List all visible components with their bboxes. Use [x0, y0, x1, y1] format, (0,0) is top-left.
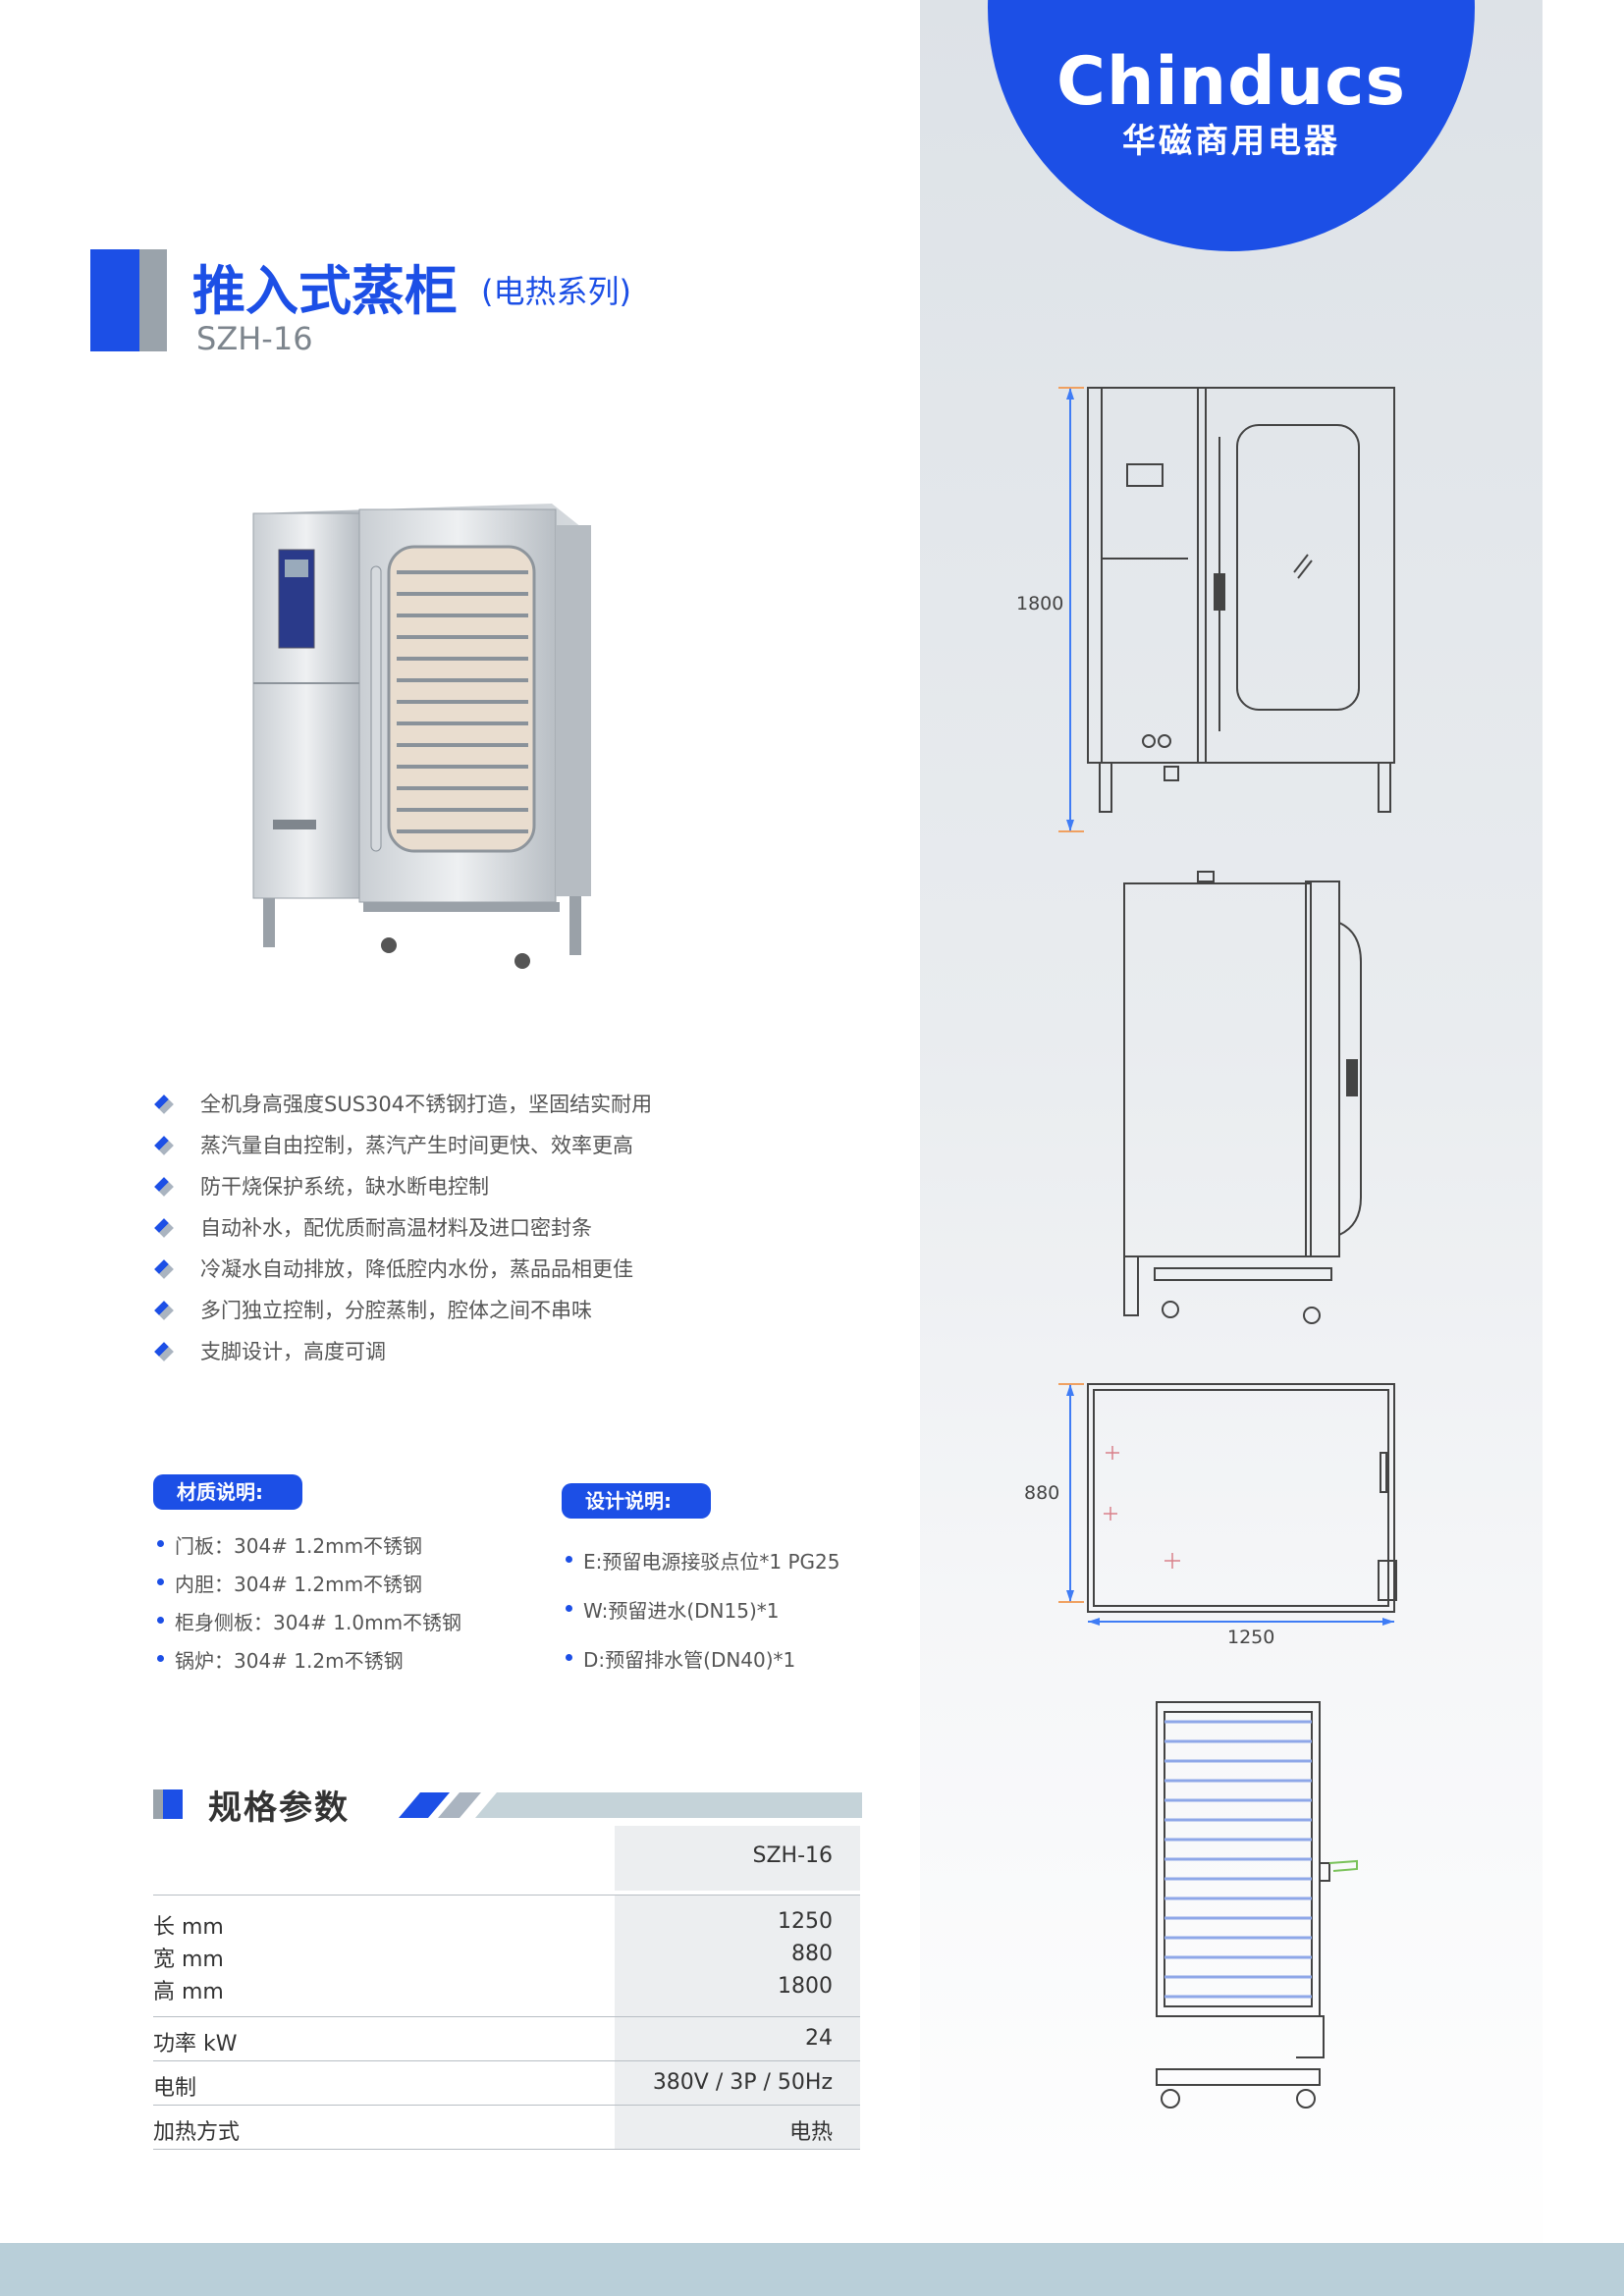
list-item: 多门独立控制，分腔蒸制，腔体之间不串味	[153, 1290, 652, 1331]
spec-value-cell	[615, 1896, 860, 2016]
spec-row-label: 宽 mm	[153, 1948, 224, 1972]
spec-row-value: 380V / 3P / 50Hz	[652, 2070, 833, 2095]
product-series: (电热系列)	[481, 273, 631, 310]
material-heading: 材质说明:	[153, 1474, 302, 1510]
divider	[153, 1895, 860, 1896]
design-list: E:预留电源接驳点位*1 PG25 W:预留进水(DN15)*1 D:预留排水管…	[562, 1543, 839, 1690]
spec-row-value: 24	[805, 2026, 833, 2051]
bullet-dot-icon	[566, 1556, 572, 1563]
side-view-drawing	[1123, 871, 1362, 1324]
list-item: D:预留排水管(DN40)*1	[562, 1641, 839, 1690]
list-item: 蒸汽量自由控制，蒸汽产生时间更快、效率更高	[153, 1125, 652, 1166]
divider	[153, 2105, 860, 2106]
list-item: 自动补水，配优质耐高温材料及进口密封条	[153, 1207, 652, 1249]
top-view-drawing: 880 1250	[1024, 1383, 1397, 1648]
spec-row-value: 880	[791, 1942, 833, 1966]
list-item: 门板：304# 1.2mm不锈钢	[153, 1527, 461, 1566]
list-item: 防干烧保护系统，缺水断电控制	[153, 1166, 652, 1207]
list-item: 内胆：304# 1.2mm不锈钢	[153, 1566, 461, 1604]
spec-row-value: 1800	[778, 1974, 833, 1999]
bullet-dot-icon	[157, 1578, 164, 1585]
dimension-depth: 880	[1024, 1482, 1059, 1504]
footer-band	[0, 2243, 1624, 2296]
spec-header-cell	[615, 1826, 860, 1891]
spec-value-cell	[615, 2061, 860, 2105]
design-heading: 设计说明:	[562, 1483, 711, 1519]
spec-row-label: 长 mm	[153, 1915, 224, 1940]
dimension-width: 1250	[1227, 1627, 1274, 1648]
spec-heading: 规格参数	[208, 1789, 350, 1828]
diamond-bullet-icon	[154, 1301, 174, 1320]
product-title: 推入式蒸柜	[192, 260, 458, 322]
spec-row-value: 电热	[788, 2120, 833, 2145]
bullet-dot-icon	[157, 1617, 164, 1624]
spec-column-header: SZH-16	[752, 1843, 833, 1868]
title-accent-bar-grey	[139, 249, 167, 351]
list-item: 锅炉：304# 1.2m不锈钢	[153, 1642, 461, 1681]
spec-row-label: 加热方式	[153, 2120, 241, 2145]
spec-value-cell	[615, 2017, 860, 2060]
diamond-bullet-icon	[154, 1095, 174, 1114]
feature-list: 全机身高强度SUS304不锈钢打造，坚固结实耐用 蒸汽量自由控制，蒸汽产生时间更…	[153, 1084, 652, 1372]
brand-name-cn: 华磁商用电器	[1122, 122, 1340, 161]
product-photo	[252, 504, 591, 969]
spec-row-value: 1250	[778, 1909, 833, 1934]
brand-name-en: Chinducs	[1056, 43, 1406, 121]
spec-accent-square-grey	[153, 1789, 163, 1819]
spec-value-cell	[615, 2106, 860, 2149]
trolley-rack-drawing	[1156, 1701, 1358, 2109]
diamond-bullet-icon	[154, 1177, 174, 1197]
right-panel-background	[920, 0, 1543, 2296]
bullet-dot-icon	[566, 1605, 572, 1612]
spec-heading-stripe	[399, 1792, 862, 1818]
diamond-bullet-icon	[154, 1218, 174, 1238]
divider	[153, 2149, 860, 2150]
dimension-height: 1800	[1016, 593, 1063, 614]
bullet-dot-icon	[157, 1655, 164, 1662]
spec-row-label: 高 mm	[153, 1980, 224, 2004]
bullet-dot-icon	[157, 1540, 164, 1547]
divider	[153, 2060, 860, 2061]
spec-row-label: 功率 kW	[153, 2032, 238, 2056]
bullet-dot-icon	[566, 1654, 572, 1661]
diamond-bullet-icon	[154, 1342, 174, 1362]
divider	[153, 2016, 860, 2017]
material-list: 门板：304# 1.2mm不锈钢 内胆：304# 1.2mm不锈钢 柜身侧板：3…	[153, 1527, 461, 1681]
list-item: E:预留电源接驳点位*1 PG25	[562, 1543, 839, 1592]
diamond-bullet-icon	[154, 1259, 174, 1279]
title-accent-bar	[90, 249, 139, 351]
list-item: 全机身高强度SUS304不锈钢打造，坚固结实耐用	[153, 1084, 652, 1125]
spec-row-label: 电制	[153, 2076, 197, 2101]
list-item: 冷凝水自动排放，降低腔内水份，蒸品品相更佳	[153, 1249, 652, 1290]
diamond-bullet-icon	[154, 1136, 174, 1155]
list-item: W:预留进水(DN15)*1	[562, 1592, 839, 1641]
product-model: SZH-16	[196, 320, 313, 357]
list-item: 柜身侧板：304# 1.0mm不锈钢	[153, 1604, 461, 1642]
list-item: 支脚设计，高度可调	[153, 1331, 652, 1372]
front-view-drawing: 1800	[1016, 387, 1395, 832]
